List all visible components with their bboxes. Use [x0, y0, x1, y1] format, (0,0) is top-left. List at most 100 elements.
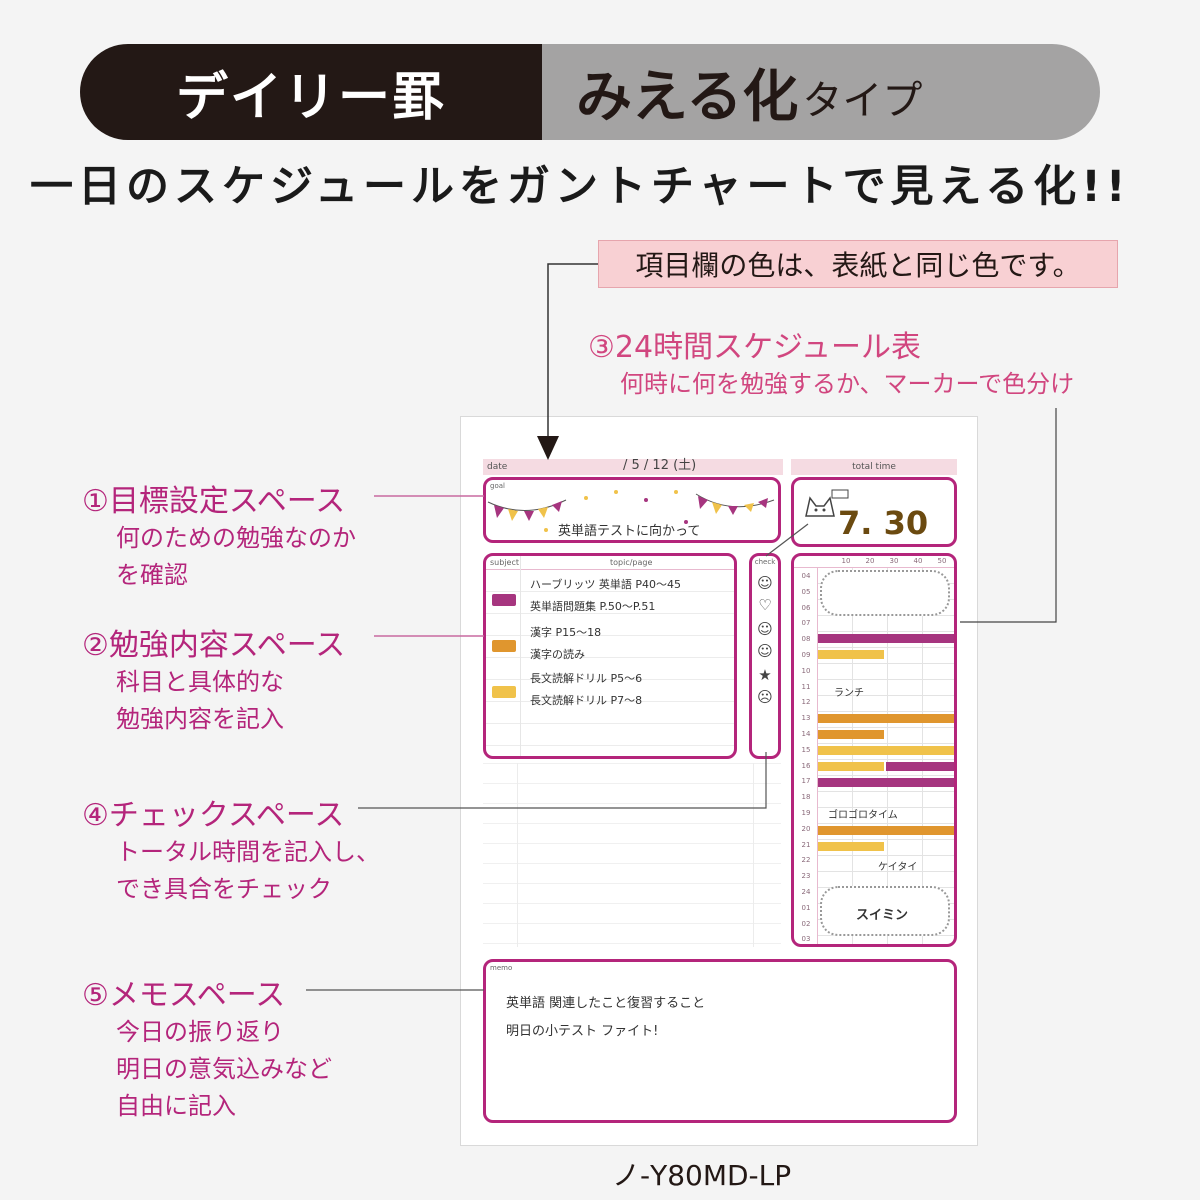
schedule-bar [818, 730, 884, 739]
schedule-hour-label: 12 [801, 698, 811, 707]
notebook-page: date / 5 / 12 (土) total time goal 英単語テスト… [460, 416, 978, 1146]
subject-header: subject topic/page [486, 556, 734, 570]
goal-box: goal 英単語テストに向かって [483, 477, 781, 543]
callout-check: ④チェックスペース トータル時間を記入し、 でき具合をチェック [82, 790, 380, 908]
date-value: / 5 / 12 (土) [623, 458, 697, 473]
bunting-flag [524, 511, 534, 521]
cat-doodle-icon [805, 489, 849, 517]
total-time-value: 7. 30 [838, 504, 929, 542]
header-right-suffix: タイプ [802, 78, 923, 124]
callout-goal-title: ①目標設定スペース [82, 484, 346, 519]
total-time-label: total time [791, 459, 957, 475]
schedule-hour-label: 13 [801, 714, 811, 723]
study-content-box: subject topic/page ハーブリッツ 英単語 P40〜45 英単語… [483, 553, 737, 759]
schedule-bar [818, 746, 954, 755]
model-code: ノ-Y80MD-LP [612, 1159, 792, 1192]
bunting-flag [538, 507, 548, 518]
bunting-flag [552, 501, 562, 512]
callout-content: ②勉強内容スペース 科目と具体的な 勉強内容を記入 [82, 620, 345, 738]
check-sad-icon: ☹ [757, 688, 773, 706]
check-smile-icon: ☺ [757, 642, 773, 660]
schedule-hour-label: 20 [801, 824, 811, 833]
callout-memo-line: 今日の振り返り [116, 1018, 284, 1046]
bunting-decoration [487, 490, 775, 532]
callout-memo-title: ⑤メモスペース [82, 978, 286, 1013]
subject-english-icon [492, 594, 516, 606]
check-star-icon: ★ [758, 666, 772, 684]
ruled-area [483, 763, 781, 947]
schedule-hour-label: 09 [801, 651, 811, 659]
callout-content-line: 勉強内容を記入 [116, 705, 284, 733]
goal-text: 英単語テストに向かって [558, 524, 701, 539]
schedule-hour-label: 10 [801, 666, 811, 675]
schedule-bar [818, 714, 954, 723]
goal-label: goal [490, 482, 505, 490]
callout-schedule-title: ③24時間スケジュール表 [588, 330, 921, 365]
callout-content-title: ②勉強内容スペース [82, 628, 346, 663]
subject-math-icon [492, 686, 516, 698]
callout-check-line: でき具合をチェック [116, 875, 332, 903]
schedule-hour-label: 22 [801, 856, 811, 865]
schedule-cloud-note [820, 886, 950, 936]
memo-line: 英単語 関連したこと復習すること [506, 996, 706, 1011]
bunting-flag [508, 509, 518, 521]
schedule-hour-label: 11 [801, 682, 811, 691]
schedule-cloud-note [820, 570, 950, 616]
bunting-flag [712, 502, 722, 514]
schedule-minute-label: 50 [937, 557, 947, 565]
bunting-flag [744, 503, 754, 512]
check-box: check ☺ ♡ ☺ ☺ ★ ☹ [749, 553, 781, 759]
schedule-hour-label: 01 [801, 903, 811, 912]
callout-schedule: ③24時間スケジュール表 何時に何を勉強するか、マーカーで色分け [588, 322, 1074, 403]
schedule-minute-label: 20 [865, 557, 875, 565]
memo-line: 明日の小テスト ファイト! [506, 1024, 659, 1039]
schedule-hour-label: 15 [801, 745, 811, 754]
schedule-hour-label: 06 [801, 603, 811, 612]
total-time-box: 7. 30 [791, 477, 957, 547]
schedule-box: 10 20 30 40 50 04 05 06 07 08 09 10 11 12 13 14 15 1… [791, 553, 957, 947]
schedule-minute-label: 40 [913, 557, 923, 565]
schedule-bar [818, 826, 954, 835]
bunting-flag [728, 506, 738, 515]
date-label: date [487, 462, 508, 472]
schedule-bar [886, 762, 954, 771]
schedule-note: ゴロゴロタイム [828, 810, 898, 821]
check-smile-icon: ☺ [757, 574, 773, 592]
schedule-bar [818, 762, 884, 771]
bunting-flag [698, 496, 708, 509]
callout-memo-line: 自由に記入 [116, 1092, 236, 1120]
callout-check-title: ④チェックスペース [82, 798, 345, 833]
schedule-hour-label: 04 [801, 572, 811, 580]
subject-japanese-icon [492, 640, 516, 652]
schedule-hour-label: 17 [801, 777, 811, 786]
schedule-hour-label: 08 [801, 635, 811, 644]
schedule-header: 10 20 30 40 50 [794, 556, 954, 568]
study-entry: 英単語問題集 P.50〜P.51 [530, 600, 656, 613]
schedule-bar [818, 634, 954, 643]
schedule-hour-label: 16 [801, 761, 811, 770]
header-right-title: みえる化 [576, 64, 799, 130]
schedule-bar [818, 650, 884, 659]
subtitle: 一日のスケジュールをガントチャートで見える化!! [30, 162, 1131, 212]
study-entry: 漢字 P15〜18 [530, 626, 602, 639]
study-entry: 長文読解ドリル P7〜8 [530, 694, 643, 707]
schedule-hour-label: 07 [801, 619, 811, 628]
date-bar: date / 5 / 12 (土) [483, 458, 783, 475]
study-entry: ハーブリッツ 英単語 P40〜45 [530, 578, 681, 591]
schedule-minute-label: 30 [889, 557, 899, 565]
ruled-divider [753, 763, 754, 947]
topic-header-label: topic/page [610, 558, 653, 567]
bunting-flag [758, 498, 768, 508]
schedule-hour-label: 05 [801, 587, 811, 596]
check-heart-icon: ♡ [758, 596, 772, 614]
callout-goal: ①目標設定スペース 何のための勉強なのか を確認 [82, 476, 356, 594]
check-smile-icon: ☺ [757, 620, 773, 638]
callout-check-line: トータル時間を記入し、 [116, 838, 380, 866]
color-note: 項目欄の色は、表紙と同じ色です。 [598, 240, 1118, 288]
schedule-minute-label: 10 [841, 557, 851, 565]
subject-ruled-lines [486, 570, 734, 756]
schedule-hour-label: 14 [801, 730, 811, 738]
callout-memo-line: 明日の意気込みなど [116, 1055, 332, 1083]
schedule-hour-label: 23 [801, 872, 811, 881]
schedule-hour-label: 18 [801, 793, 811, 802]
